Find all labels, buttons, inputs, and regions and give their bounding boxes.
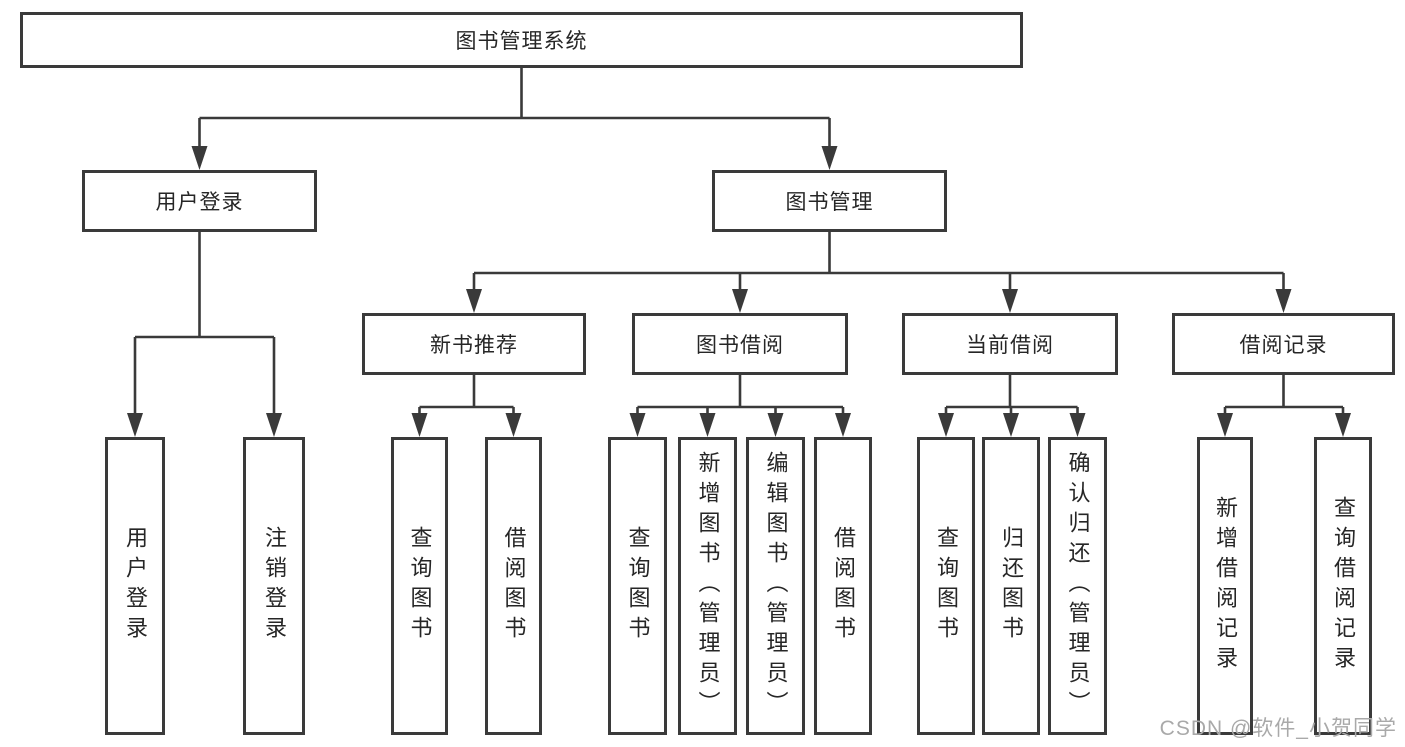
leaf-recommend-query-book: 查询图书 — [391, 437, 448, 735]
node-borrow-record-label: 借阅记录 — [1239, 334, 1328, 357]
leaf-record-add-record-label: 新增借阅记录 — [1213, 496, 1238, 676]
leaf-current-return-book-label: 归还图书 — [999, 526, 1024, 646]
leaf-borrow-borrow-book-label: 借阅图书 — [831, 526, 856, 646]
leaf-borrow-edit-book-admin: 编辑图书（管理员） — [746, 437, 805, 735]
node-root-label: 图书管理系统 — [455, 30, 588, 53]
node-borrow-record: 借阅记录 — [1172, 313, 1395, 375]
leaf-user-login-label: 用户登录 — [123, 526, 148, 646]
node-book-borrow: 图书借阅 — [632, 313, 848, 375]
leaf-record-query-record: 查询借阅记录 — [1314, 437, 1372, 735]
leaf-recommend-borrow-book-label: 借阅图书 — [501, 526, 527, 646]
leaf-borrow-query-book-label: 查询图书 — [625, 526, 651, 646]
node-new-book-recommend: 新书推荐 — [362, 313, 586, 375]
leaf-borrow-add-book-admin-label: 新增图书（管理员） — [695, 451, 721, 721]
node-user-login: 用户登录 — [82, 170, 317, 232]
node-user-login-label: 用户登录 — [155, 191, 244, 214]
leaf-user-login: 用户登录 — [105, 437, 165, 735]
node-book-management: 图书管理 — [712, 170, 947, 232]
leaf-borrow-borrow-book: 借阅图书 — [814, 437, 872, 735]
leaf-current-confirm-return-admin-label: 确认归还（管理员） — [1065, 451, 1091, 721]
leaf-logout: 注销登录 — [243, 437, 305, 735]
leaf-recommend-borrow-book: 借阅图书 — [485, 437, 542, 735]
leaf-record-query-record-label: 查询借阅记录 — [1331, 496, 1356, 676]
node-book-management-label: 图书管理 — [785, 191, 874, 214]
leaf-logout-label: 注销登录 — [262, 526, 287, 646]
node-new-book-recommend-label: 新书推荐 — [430, 334, 518, 357]
node-current-borrow-label: 当前借阅 — [966, 334, 1054, 357]
leaf-current-query-book: 查询图书 — [917, 437, 975, 735]
node-book-borrow-label: 图书借阅 — [696, 334, 784, 357]
leaf-current-return-book: 归还图书 — [982, 437, 1040, 735]
leaf-current-query-book-label: 查询图书 — [934, 526, 959, 646]
leaf-borrow-add-book-admin: 新增图书（管理员） — [678, 437, 737, 735]
leaf-record-add-record: 新增借阅记录 — [1197, 437, 1253, 735]
node-current-borrow: 当前借阅 — [902, 313, 1118, 375]
leaf-borrow-query-book: 查询图书 — [608, 437, 667, 735]
node-root: 图书管理系统 — [20, 12, 1023, 68]
leaf-borrow-edit-book-admin-label: 编辑图书（管理员） — [763, 451, 789, 721]
tree-edges — [133, 68, 1345, 418]
csdn-watermark: CSDN @软件_小贺同学 — [1159, 717, 1397, 740]
leaf-recommend-query-book-label: 查询图书 — [407, 526, 433, 646]
leaf-current-confirm-return-admin: 确认归还（管理员） — [1048, 437, 1107, 735]
